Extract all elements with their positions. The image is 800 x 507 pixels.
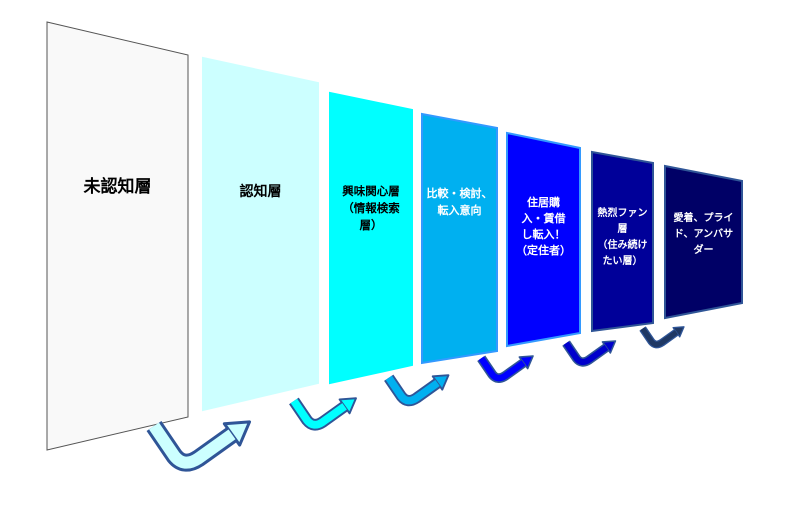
- stage-label-line: し転入！: [522, 227, 566, 241]
- stage-shape: [506, 131, 581, 348]
- transition-arrow-icon: [289, 397, 357, 431]
- stage-label-line: 興味関心層: [342, 184, 400, 198]
- stage-shape: [46, 21, 189, 451]
- stage-panel-4: 比較・検討、転入意向: [421, 112, 498, 365]
- stage-label-line: ド、アンバサ: [674, 228, 733, 240]
- transition-arrow-icon: [146, 420, 252, 472]
- stage-shape: [202, 56, 319, 412]
- stage-label-line: 熱烈ファン: [598, 206, 648, 219]
- stage-label-line: 認知層: [240, 183, 282, 200]
- stage-label-line: たい層）: [603, 254, 643, 267]
- stage-shape: [329, 91, 413, 385]
- stage-label-line: 転入意向: [438, 203, 482, 217]
- stage-label-line: ダー: [694, 243, 714, 256]
- stage-label-line: （住み続け: [598, 238, 648, 251]
- stage-shape: [421, 112, 498, 365]
- stage-label-line: 住居購: [527, 195, 560, 209]
- stage-label-line: （情報検索: [342, 201, 400, 215]
- stage-panel-1: 未認知層: [46, 21, 189, 451]
- transition-arrow-icon: [562, 340, 617, 367]
- transition-arrow-icon: [639, 326, 685, 349]
- stage-label-line: 層: [618, 223, 628, 235]
- transition-arrow-icon: [384, 374, 450, 407]
- stage-shape: [591, 150, 654, 333]
- stage-label-line: （定住者）: [516, 243, 571, 257]
- stage-shape: [664, 164, 743, 320]
- stage-label-line: 入・賃借: [522, 211, 566, 225]
- stage-label-line: 未認知層: [83, 176, 152, 197]
- transition-arrow-icon: [477, 355, 534, 383]
- stage-label-line: 層）: [360, 218, 383, 232]
- stage-label-line: 比較・検討、: [427, 186, 493, 200]
- stage-label-line: 愛着、プライ: [674, 211, 734, 224]
- stage-panel-2: 認知層: [202, 56, 319, 412]
